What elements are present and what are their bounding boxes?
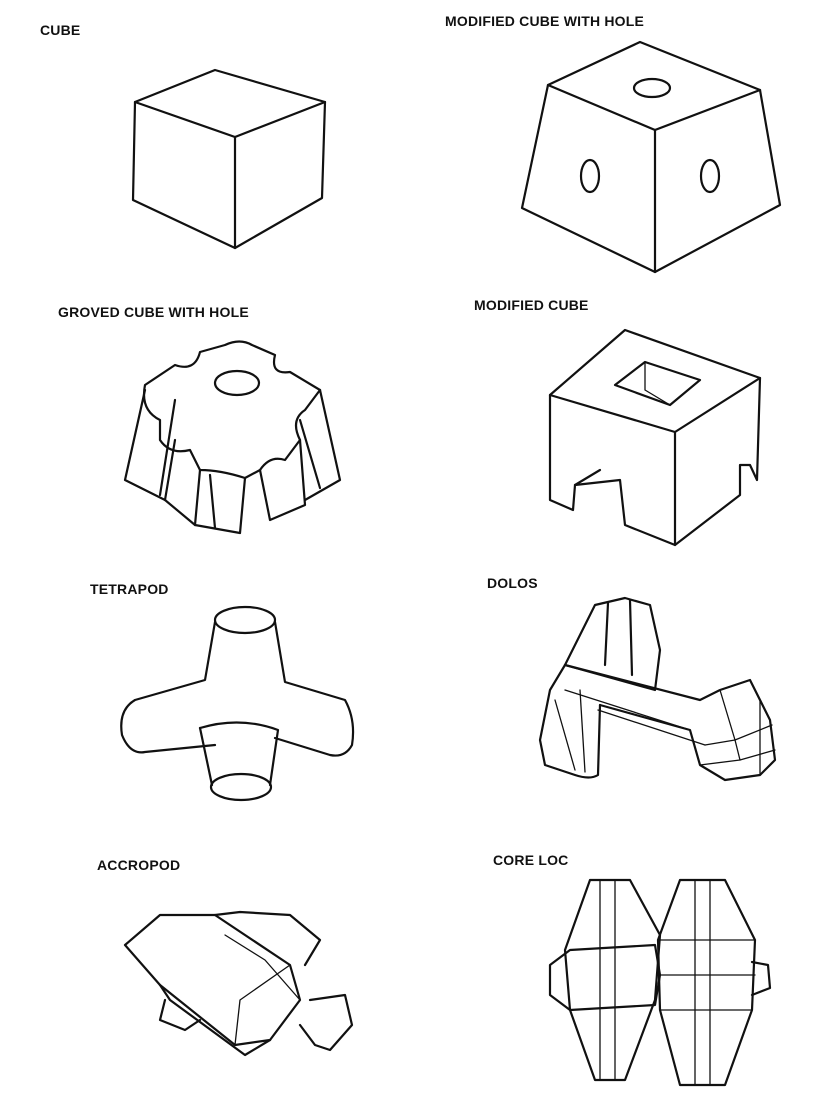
accropod-drawing <box>123 910 354 1057</box>
label-modified-cube: MODIFIED CUBE <box>474 297 589 313</box>
groved-cube-with-hole-drawing <box>123 340 342 535</box>
label-core-loc: CORE LOC <box>493 852 569 868</box>
modified-cube-with-hole-drawing <box>520 40 782 274</box>
label-cube: CUBE <box>40 22 81 38</box>
label-groved-cube-with-hole: GROVED CUBE WITH HOLE <box>58 304 249 320</box>
core-loc-drawing <box>548 878 772 1087</box>
label-tetrapod: TETRAPOD <box>90 581 169 597</box>
cube-drawing <box>131 68 327 250</box>
label-accropod: ACCROPOD <box>97 857 181 873</box>
label-dolos: DOLOS <box>487 575 538 591</box>
modified-cube-drawing <box>548 328 762 547</box>
dolos-drawing <box>538 596 777 782</box>
label-modified-cube-with-hole: MODIFIED CUBE WITH HOLE <box>445 13 645 29</box>
tetrapod-drawing <box>120 605 355 802</box>
